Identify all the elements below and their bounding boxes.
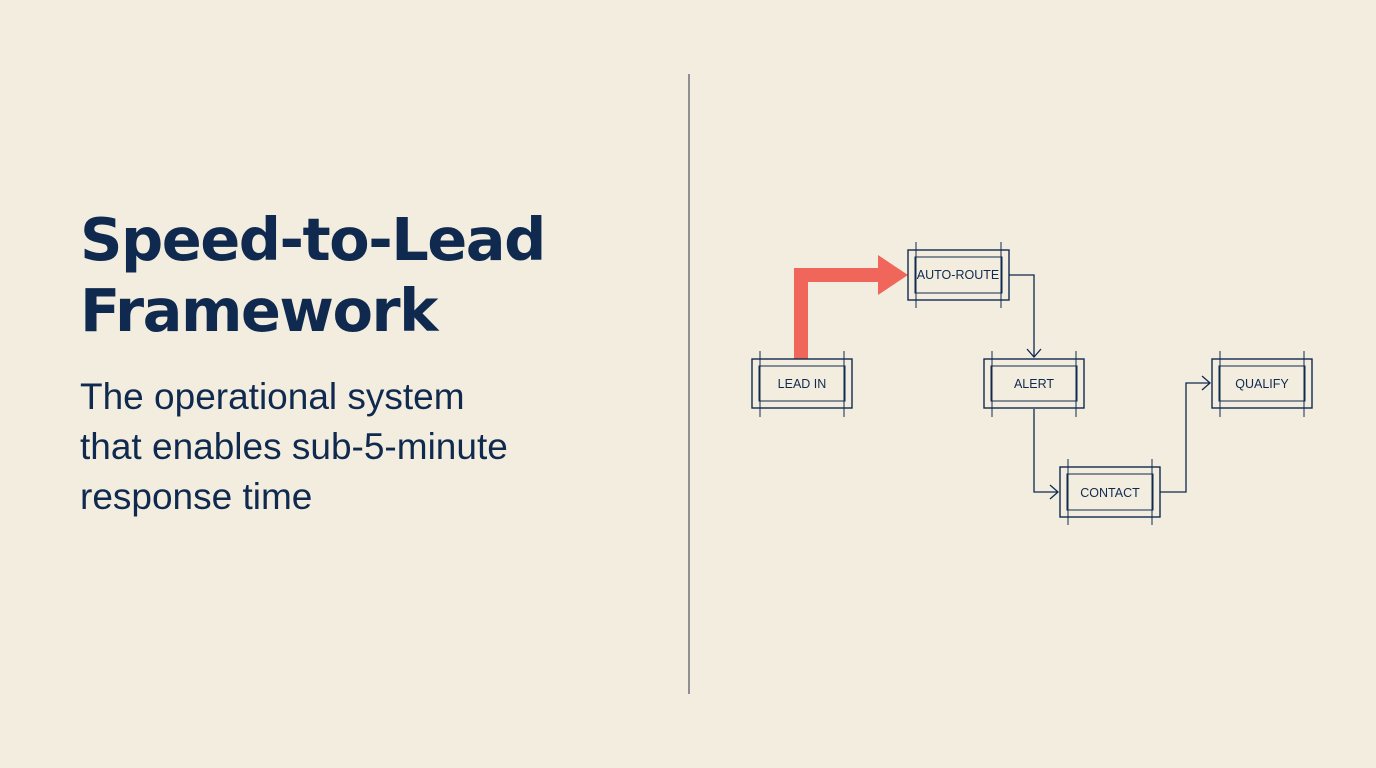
page-subtitle: The operational system that enables sub-… xyxy=(80,372,640,522)
node-label-auto-route: AUTO-ROUTE xyxy=(917,268,999,282)
node-label-alert: ALERT xyxy=(1014,377,1054,391)
node-lead-in: LEAD IN xyxy=(751,351,853,417)
connector-autoroute-alert xyxy=(1009,274,1042,358)
title-line-1: Speed-to-Lead xyxy=(80,205,546,274)
node-alert: ALERT xyxy=(983,351,1085,417)
subtitle-line-1: The operational system xyxy=(80,376,465,417)
node-contact: CONTACT xyxy=(1059,459,1161,525)
page-title: Speed-to-Lead Framework xyxy=(80,204,640,346)
highlight-arrow xyxy=(794,255,908,359)
connector-contact-qualify xyxy=(1160,375,1211,493)
node-qualify: QUALIFY xyxy=(1211,351,1313,417)
subtitle-line-2: that enables sub-5-minute xyxy=(80,426,508,467)
node-label-qualify: QUALIFY xyxy=(1235,377,1289,391)
subtitle-line-3: response time xyxy=(80,476,313,517)
title-line-2: Framework xyxy=(80,276,438,345)
vertical-divider xyxy=(688,74,690,694)
node-label-lead-in: LEAD IN xyxy=(778,377,827,391)
node-label-contact: CONTACT xyxy=(1080,486,1140,500)
title-block: Speed-to-Lead Framework The operational … xyxy=(80,204,640,522)
node-auto-route: AUTO-ROUTE xyxy=(907,242,1010,308)
connector-alert-contact xyxy=(1033,409,1059,500)
